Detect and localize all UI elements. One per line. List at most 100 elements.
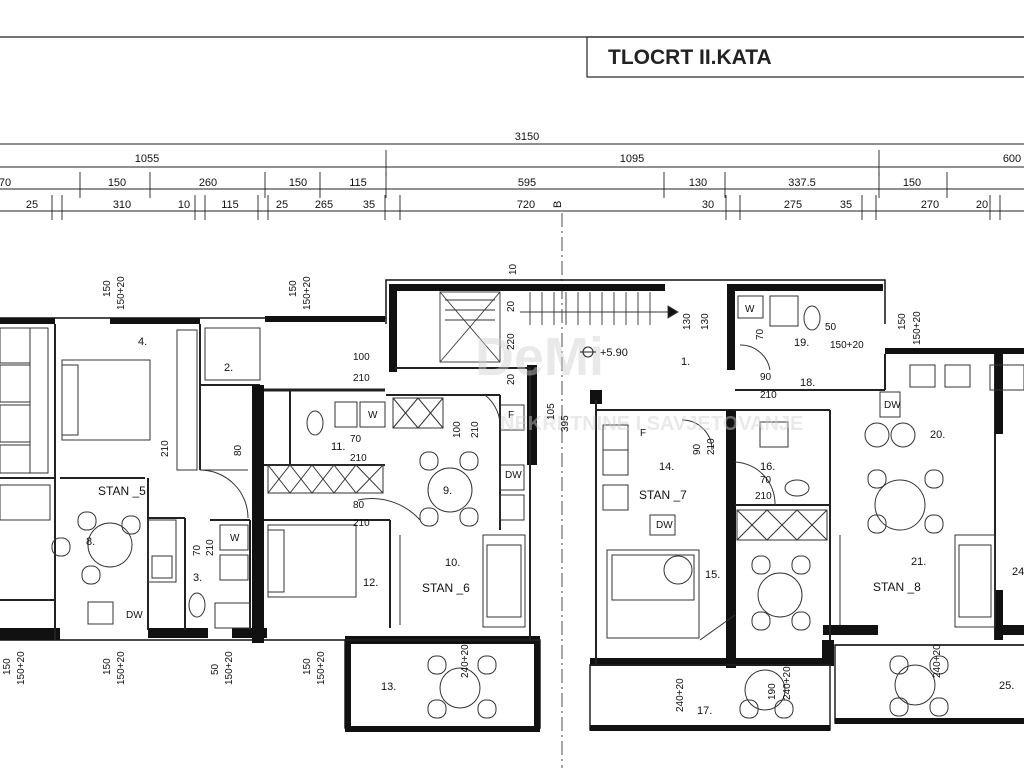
dishwasher-label: DW [505, 470, 522, 481]
opening-label: 210 [353, 373, 370, 384]
opening-label: 80 [233, 444, 244, 456]
opening-label: 240+20 [460, 644, 471, 678]
appliance-labels: W W W DW DW DW DW F F [126, 304, 901, 621]
title-block-box [586, 36, 1024, 78]
dim-row3-2: 310 [113, 199, 131, 211]
room-4: 4. [138, 336, 147, 348]
room-18: 18. [800, 377, 815, 389]
opening-label: 150+20 [316, 651, 327, 685]
plan-title: TLOCRT II.KATA [608, 46, 772, 69]
apartment-label-6: STAN _6 [422, 581, 470, 595]
room-20: 20. [930, 429, 945, 441]
dim-row3-3: 10 [178, 199, 190, 211]
opening-label: 50 [825, 322, 837, 333]
opening-label: 210 [760, 390, 777, 401]
opening-label: 10 [508, 263, 519, 275]
opening-label: 150 [288, 280, 299, 297]
furniture [0, 295, 1024, 719]
room-2: 2. [224, 362, 233, 374]
watermark-subtitle: NEKRETNINE I SAVJETOVANJE [500, 413, 803, 435]
dim-row3-7: 35 [363, 199, 375, 211]
room-12: 12. [363, 577, 378, 589]
room-1: 1. [681, 356, 690, 368]
apartment-label-8: STAN _8 [873, 580, 921, 594]
room-11: 11. [331, 441, 345, 453]
dim-row3-8: 720 [517, 199, 535, 211]
dim-row2-9: 150 [903, 177, 921, 189]
opening-label: 150+20 [116, 651, 127, 685]
dim-row2-8: 337.5 [788, 177, 816, 189]
opening-label: 210 [755, 491, 772, 502]
opening-label: 130 [700, 313, 711, 330]
dim-row3-10: 275 [784, 199, 802, 211]
opening-label: 240+20 [782, 666, 793, 700]
dim-row1-1: 1055 [135, 153, 159, 165]
opening-label: 70 [192, 544, 203, 556]
dim-row3-12: 270 [921, 199, 939, 211]
dim-row2-2: 150 [108, 177, 126, 189]
dim-row2-6: 595 [518, 177, 536, 189]
opening-label: 105 [546, 403, 557, 420]
elevation-label: +5.90 [600, 347, 628, 359]
opening-label: 210 [350, 453, 367, 464]
opening-label: 70 [760, 475, 772, 486]
dim-total: 3150 [515, 131, 539, 143]
opening-label: 150 [897, 313, 908, 330]
opening-label: 240+20 [932, 644, 943, 678]
room-17: 17. [697, 705, 712, 717]
dim-row2-7: 130 [689, 177, 707, 189]
dishwasher-label: DW [656, 520, 673, 531]
opening-label: 90 [692, 443, 703, 455]
room-21: 21. [911, 556, 926, 568]
dim-row3-9: 30 [702, 199, 714, 211]
dim-row3-1: 25 [26, 199, 38, 211]
dim-row2-4: 150 [289, 177, 307, 189]
room-8: 8. [86, 536, 95, 548]
opening-label: 90 [760, 372, 772, 383]
opening-label: 220 [506, 333, 517, 350]
washer-label: W [745, 304, 755, 315]
room-10: 10. [445, 557, 460, 569]
dim-row1-3: 600 [1003, 153, 1021, 165]
opening-label: 190 [767, 683, 778, 700]
opening-label: 70 [755, 328, 766, 340]
dim-row3-5: 25 [276, 199, 288, 211]
room-19: 19. [794, 337, 809, 349]
opening-label: 150+20 [912, 311, 923, 345]
opening-label: 20 [506, 373, 517, 385]
room-25: 25. [999, 680, 1014, 692]
opening-label: 80 [353, 500, 365, 511]
washer-label: W [368, 410, 378, 421]
opening-label: 70 [350, 434, 362, 445]
opening-label: 150+20 [224, 651, 235, 685]
fridge-label: F [640, 428, 646, 439]
dishwasher-label: DW [126, 610, 143, 621]
room-3: 3. [193, 572, 202, 584]
opening-label: 50 [210, 663, 221, 675]
opening-label: 240+20 [675, 678, 686, 712]
dimension-lines [0, 143, 1024, 220]
fridge-label: F [508, 410, 514, 421]
opening-labels: 150 150+20 150 150+20 100 210 80 210 70 … [2, 263, 943, 712]
dishwasher-label: DW [884, 400, 901, 411]
opening-label: 210 [353, 518, 370, 529]
section-mark: B [552, 201, 564, 208]
dim-row2-1: 70 [0, 177, 11, 189]
opening-label: 210 [470, 421, 481, 438]
opening-label: 150 [102, 658, 113, 675]
room-14: 14. [659, 461, 674, 473]
opening-label: 150+20 [302, 276, 313, 310]
apartment-label-5: STAN _5 [98, 484, 146, 498]
opening-label: 20 [506, 300, 517, 312]
opening-label: 210 [706, 438, 717, 455]
dim-row3-11: 35 [840, 199, 852, 211]
opening-label: 100 [353, 352, 370, 363]
opening-label: 150+20 [830, 340, 864, 351]
watermark-brand: DeMi [475, 327, 604, 387]
opening-label: 100 [452, 421, 463, 438]
opening-label: 210 [205, 539, 216, 556]
opening-label: 210 [160, 440, 171, 457]
apartment-label-7: STAN _7 [639, 488, 687, 502]
